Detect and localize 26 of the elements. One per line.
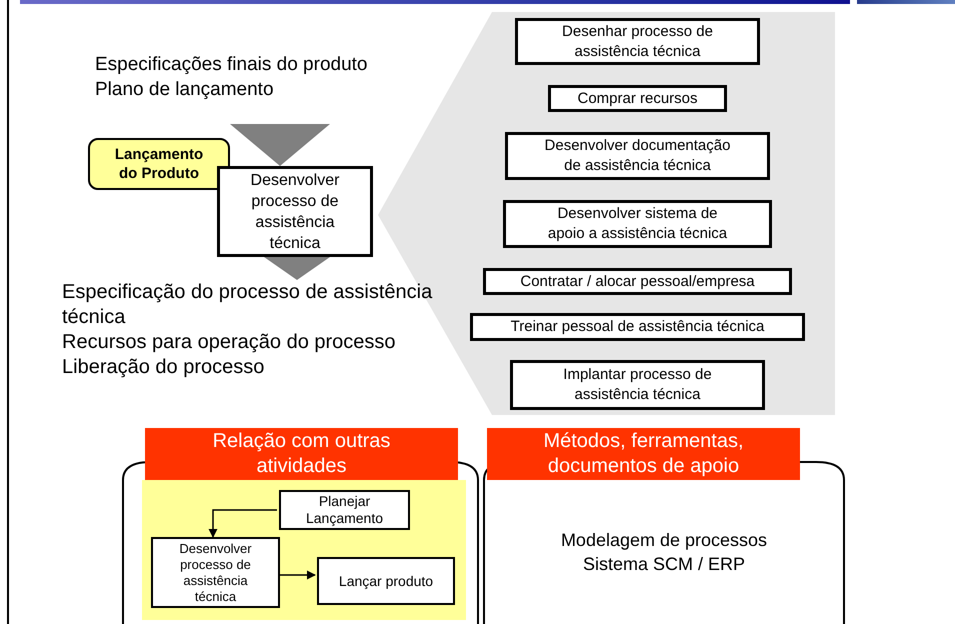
process-box: Lançar produto [317, 557, 455, 605]
input-text: Especificações finais do produto [95, 53, 368, 77]
task-box: Desenvolver documentação de assistência técnica [505, 132, 770, 180]
process-box: Planejar Lançamento [279, 490, 410, 530]
task-box: Implantar processo de assistência técnica [510, 360, 765, 410]
arrow [278, 570, 316, 580]
task-box: Treinar pessoal de assistência técnica [470, 313, 805, 341]
rounded-frame [483, 480, 845, 624]
method-text: Sistema SCM / ERP [582, 553, 746, 576]
activity-box: Desenvolver processo de assistência técnica [217, 166, 373, 257]
output-text: Liberação do processo [62, 355, 266, 380]
phase-box: Lançamento do Produto [88, 138, 230, 190]
output-text: Especificação do processo de assistência técnica [62, 280, 434, 330]
chevron-arrow [264, 257, 330, 280]
chevron-arrow [230, 124, 330, 166]
task-box: Contratar / alocar pessoal/empresa [483, 268, 792, 295]
heading-band: Métodos, ferramentas, documentos de apoio [487, 428, 800, 480]
method-text: Modelagem de processos [560, 529, 768, 552]
output-text: Recursos para operação do processo [62, 330, 397, 355]
heading-band: Relação com outras atividades [145, 428, 458, 480]
task-box: Comprar recursos [548, 85, 727, 112]
task-box: Desenvolver sistema de apoio a assistência técnica [503, 200, 772, 248]
task-box: Desenhar processo de assistência técnica [515, 18, 760, 65]
arrow [208, 509, 277, 538]
input-text: Plano de lançamento [95, 78, 275, 102]
process-box: Desenvolver processo de assistência técnica [151, 537, 280, 608]
